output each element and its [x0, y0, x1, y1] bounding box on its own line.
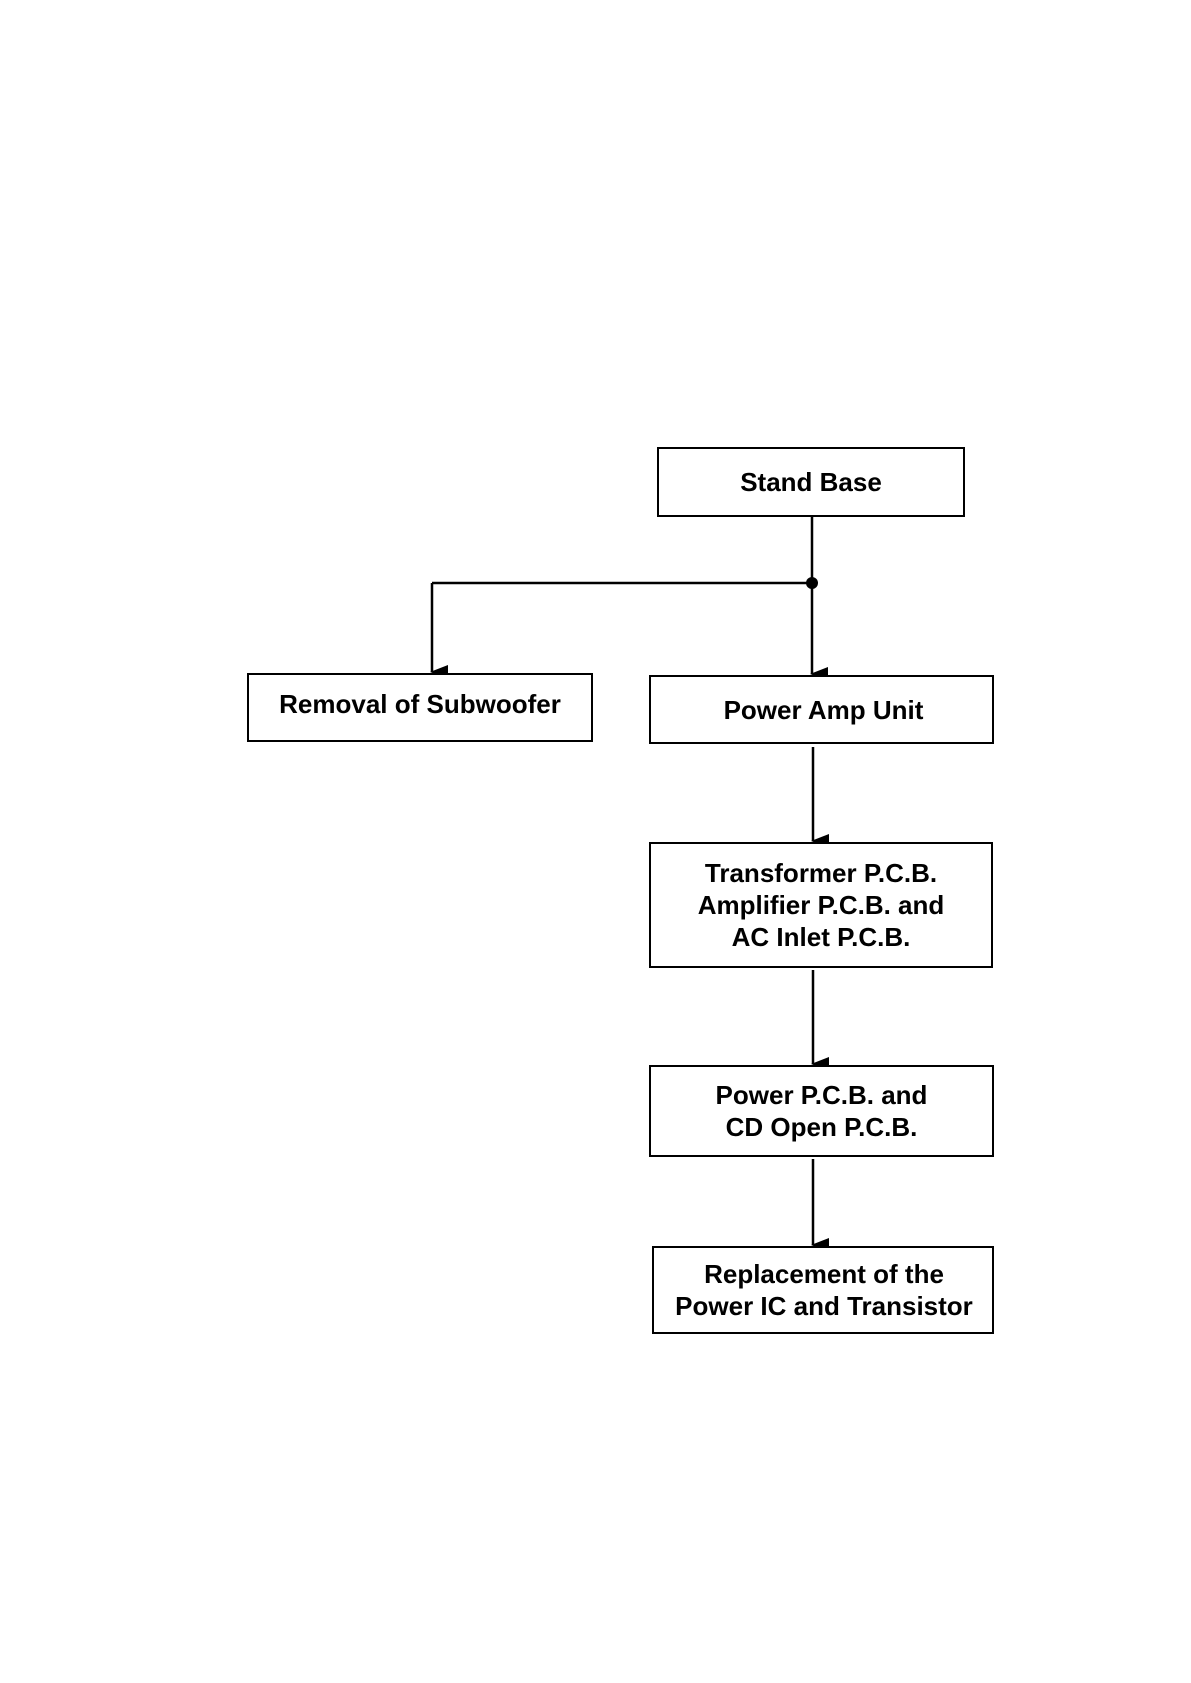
node-label-line-1: Transformer P.C.B.	[698, 857, 945, 889]
node-label-line-3: AC Inlet P.C.B.	[698, 921, 945, 953]
node-label: Stand Base	[740, 466, 882, 498]
node-transformer-pcb: Transformer P.C.B. Amplifier P.C.B. and …	[649, 842, 993, 968]
node-label-line-1: Power P.C.B. and	[716, 1079, 928, 1111]
junction-dot	[806, 577, 818, 589]
node-label: Removal of Subwoofer	[279, 688, 561, 720]
node-label-line-2: Amplifier P.C.B. and	[698, 889, 945, 921]
node-power-amp-unit: Power Amp Unit	[649, 675, 994, 744]
node-stand-base: Stand Base	[657, 447, 965, 517]
node-removal-of-subwoofer: Removal of Subwoofer	[247, 673, 593, 742]
node-replacement-power-ic: Replacement of the Power IC and Transist…	[652, 1246, 994, 1334]
node-label-line-2: CD Open P.C.B.	[716, 1111, 928, 1143]
node-label: Power Amp Unit	[724, 694, 924, 726]
node-label-line-1: Replacement of the	[675, 1258, 973, 1290]
node-label-line-2: Power IC and Transistor	[675, 1290, 973, 1322]
node-power-pcb: Power P.C.B. and CD Open P.C.B.	[649, 1065, 994, 1157]
